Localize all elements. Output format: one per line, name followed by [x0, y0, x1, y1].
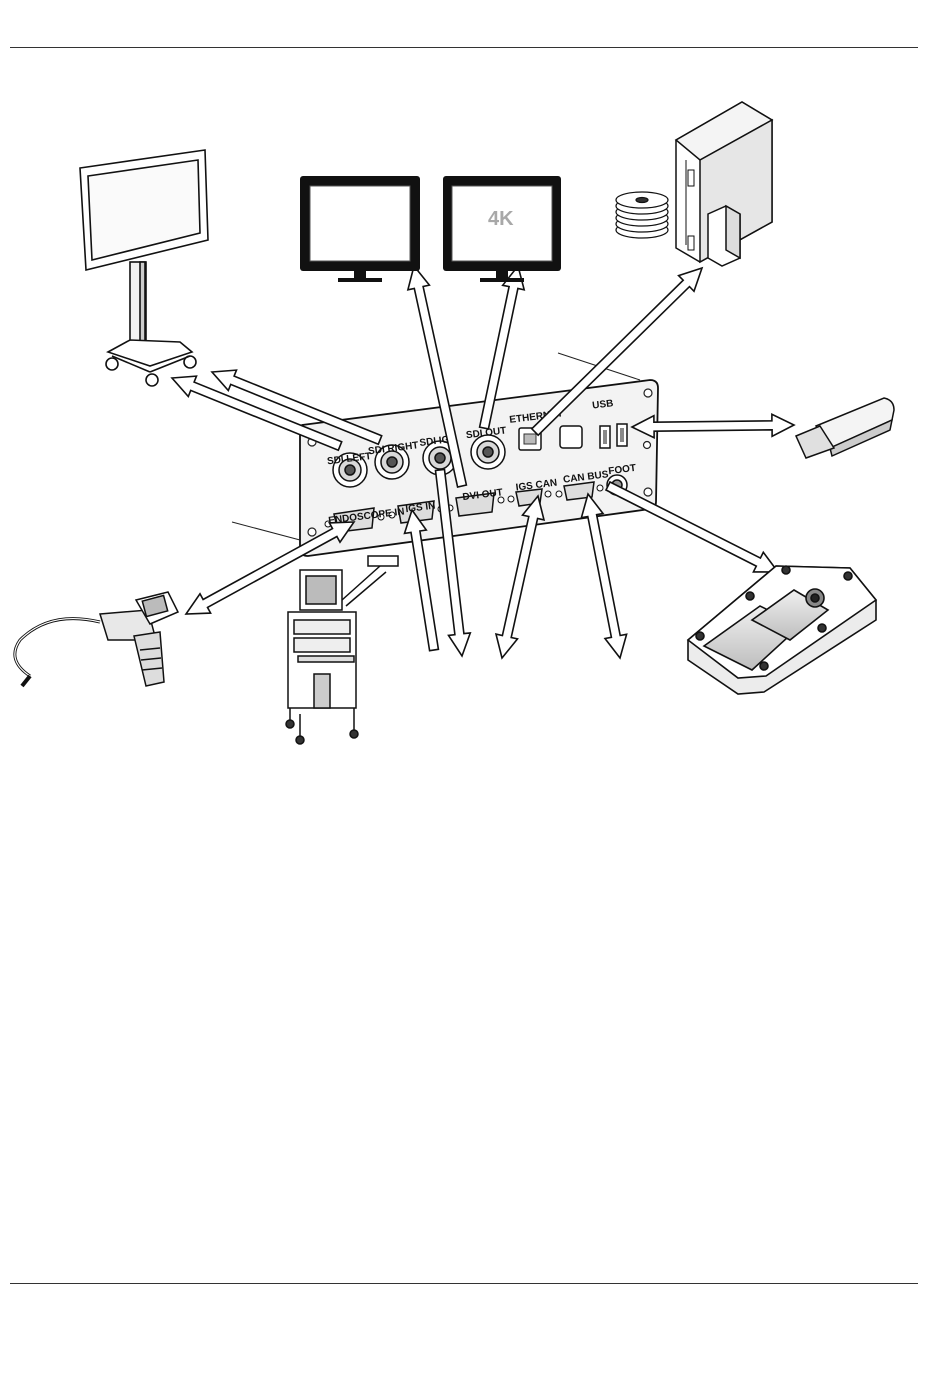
usb-stick [796, 398, 894, 458]
memory-card [708, 206, 740, 266]
arrow-foot-switch [606, 482, 778, 572]
pc-tower [676, 102, 772, 266]
endoscope-camera [15, 592, 178, 686]
navigation-cart [286, 556, 398, 744]
monitor-4k-badge: 4K [488, 208, 514, 230]
monitor-4k: 4K [443, 176, 561, 282]
blank-port-cover [560, 426, 582, 448]
arrow-can-bus [581, 494, 626, 658]
connection-diagram: SDI LEFT SDI RIGHT SDI IGS SDI OUT ETHER… [0, 0, 950, 780]
monitor-sdi [300, 176, 420, 282]
monitor-on-stand [80, 150, 208, 386]
foot-switch [688, 566, 876, 694]
disc-stack [616, 192, 668, 238]
bottom-rule [10, 1283, 918, 1284]
